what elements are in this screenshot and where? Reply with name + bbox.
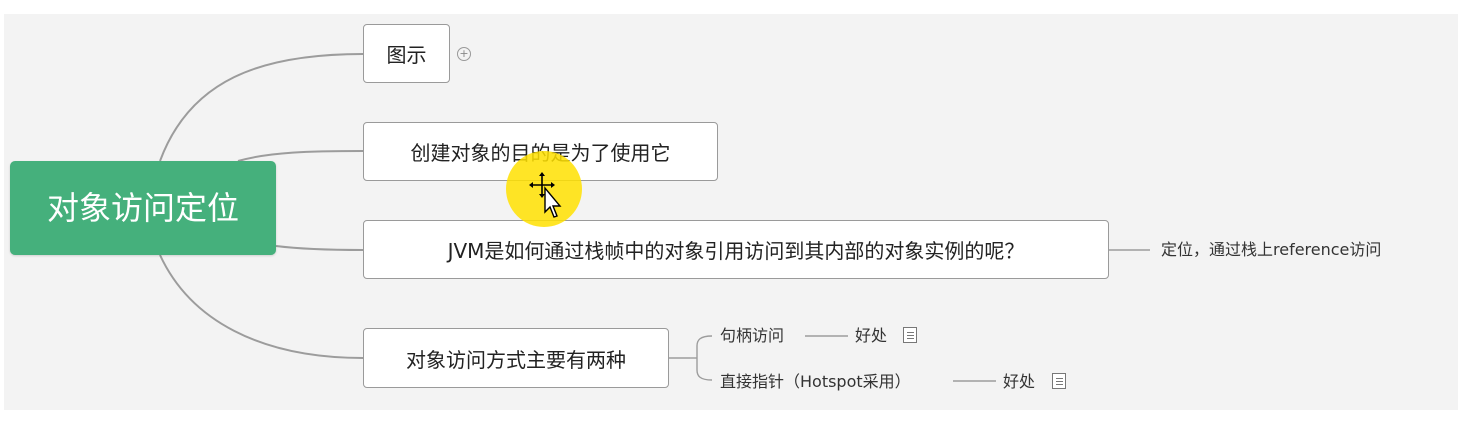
- subtopic-locate[interactable]: 定位，通过栈上reference访问: [1161, 240, 1382, 259]
- move-cursor-icon: [529, 172, 562, 218]
- topic-diagram[interactable]: 图示: [363, 24, 450, 83]
- topic-label: 图示: [386, 43, 427, 67]
- subtopic-handle-access[interactable]: 句柄访问: [720, 326, 785, 345]
- note-icon[interactable]: [903, 327, 917, 343]
- topic-jvm-question[interactable]: JVM是如何通过栈帧中的对象引用访问到其内部的对象实例的呢？: [363, 220, 1109, 279]
- cursor-highlight: [506, 151, 582, 227]
- topic-label: JVM是如何通过栈帧中的对象引用访问到其内部的对象实例的呢？: [447, 239, 1025, 263]
- topic-label: 对象访问方式主要有两种: [406, 347, 626, 372]
- subtopic-direct-pointer[interactable]: 直接指针（Hotspot采用）: [720, 372, 911, 391]
- subtopic-handle-benefit[interactable]: 好处: [855, 326, 888, 345]
- note-icon[interactable]: [1052, 373, 1066, 389]
- subtopic-direct-benefit[interactable]: 好处: [1003, 372, 1036, 391]
- expand-icon[interactable]: +: [457, 47, 471, 61]
- root-topic[interactable]: 对象访问定位: [10, 161, 276, 255]
- topic-access-methods[interactable]: 对象访问方式主要有两种: [363, 328, 669, 388]
